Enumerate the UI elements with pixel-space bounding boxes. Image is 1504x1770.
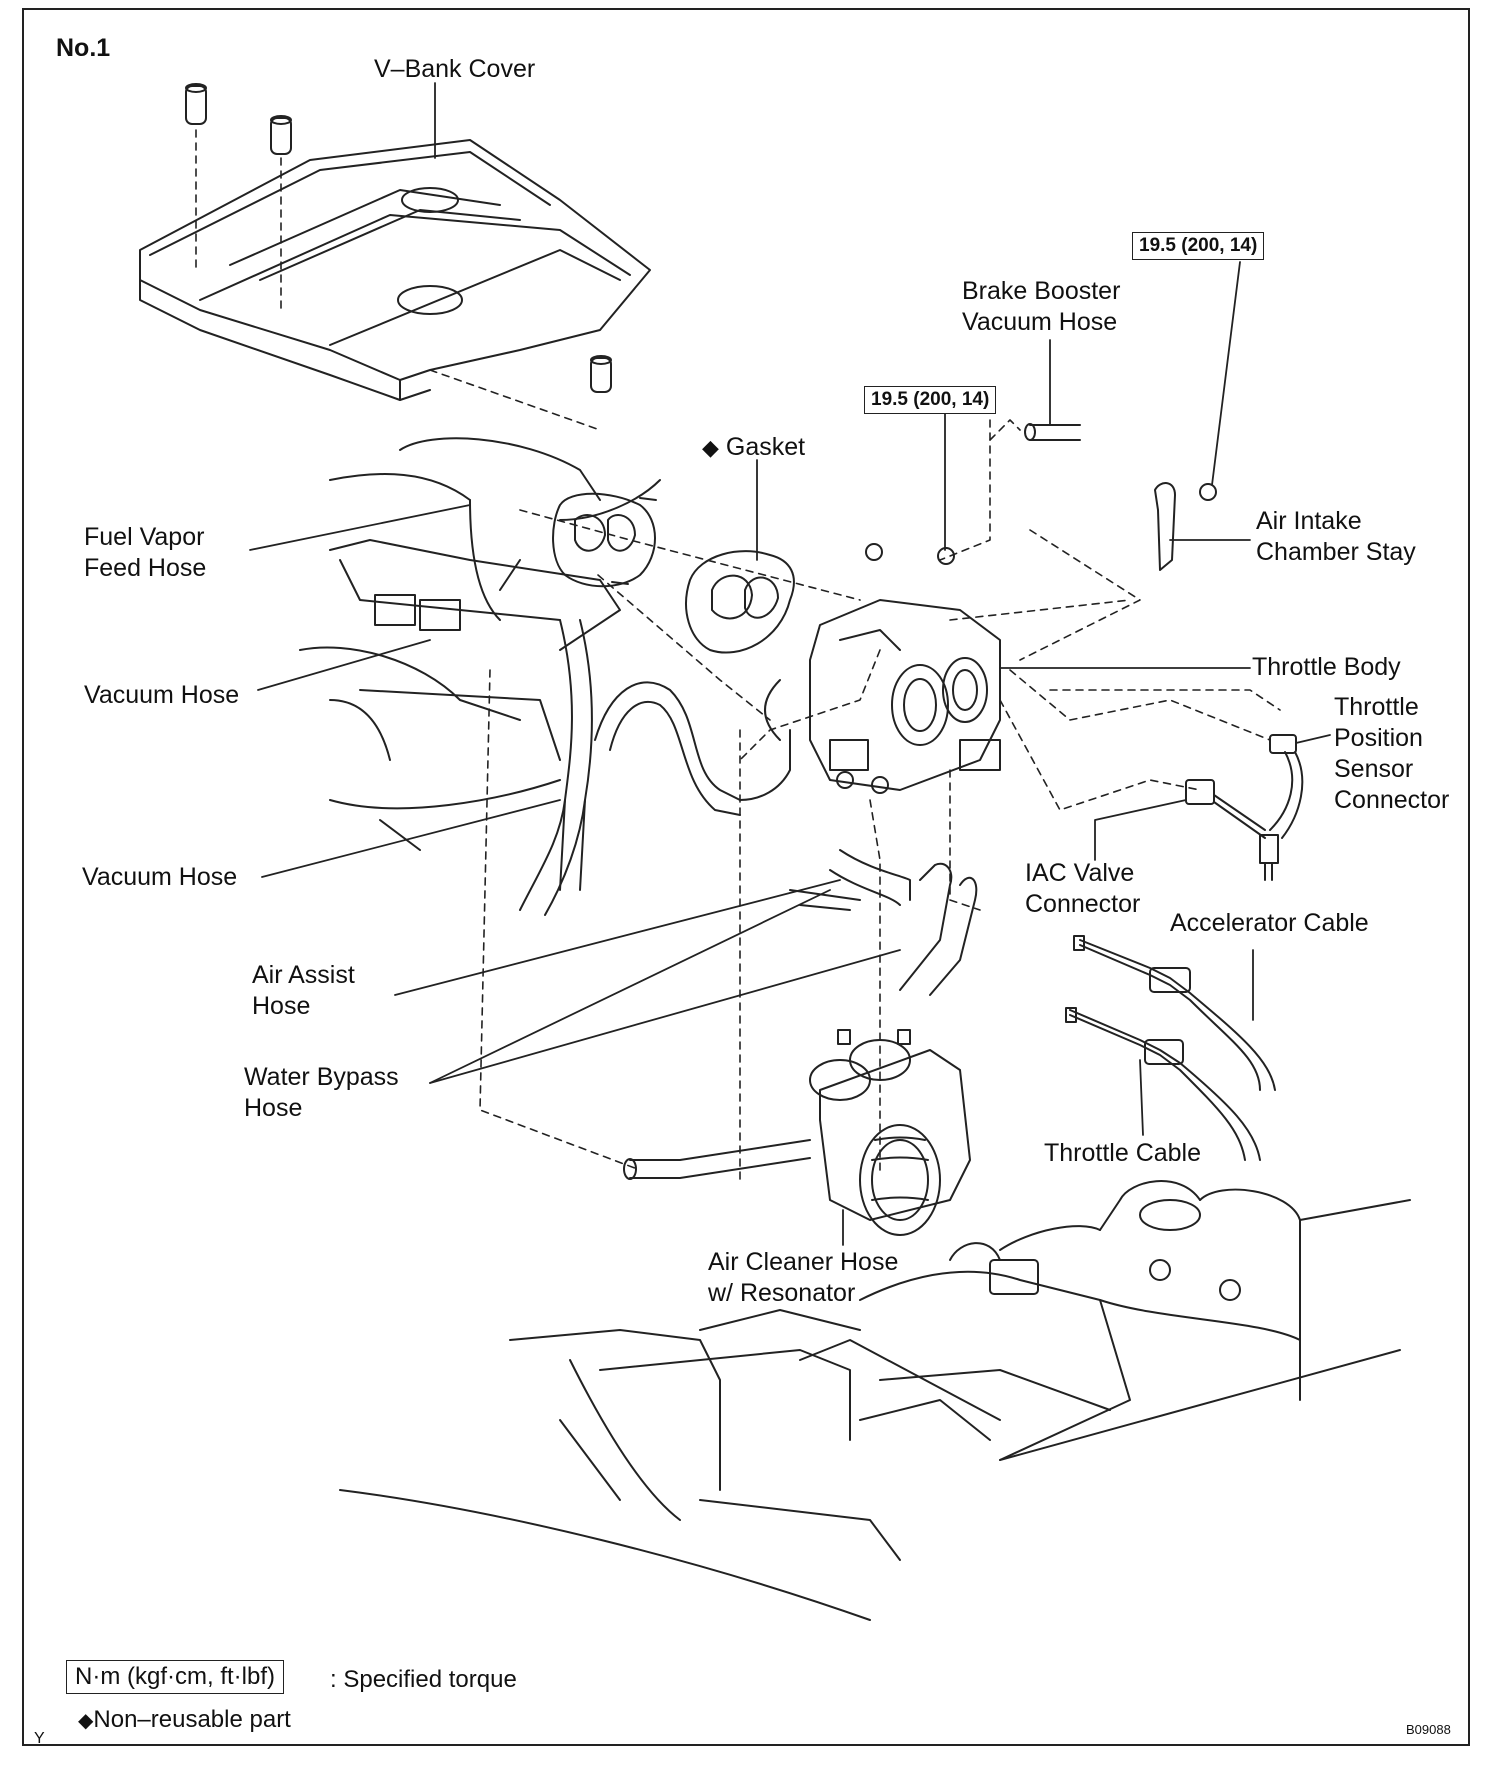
torque-spec-stay-bolt: 19.5 (200, 14) xyxy=(1132,232,1265,260)
fasteners xyxy=(611,483,1217,585)
alignment-guide-lines xyxy=(195,129,1281,1181)
legend-torque-unit: N·m (kgf·cm, ft·lbf) xyxy=(66,1660,284,1694)
brake-booster-hose-drawing xyxy=(1024,423,1081,441)
throttle-body-drawing xyxy=(809,599,1001,794)
label-air-cleaner-hose: Air Cleaner Hose w/ Resonator xyxy=(708,1248,899,1307)
chamber-flange xyxy=(552,492,656,588)
legend-nonreusable: ◆Non–reusable part xyxy=(78,1706,291,1733)
torque-spec-throttle-nut: 19.5 (200, 14) xyxy=(864,386,997,414)
label-brake-booster-hose: Brake Booster Vacuum Hose xyxy=(962,277,1121,336)
corner-mark: Y xyxy=(34,1730,45,1747)
label-vacuum-hose-upper: Vacuum Hose xyxy=(84,681,240,709)
bypass-hoses-drawing xyxy=(789,849,978,996)
leader-lines xyxy=(249,82,1331,1246)
label-fuel-vapor-hose: Fuel Vapor Feed Hose xyxy=(84,523,207,582)
label-throttle-body: Throttle Body xyxy=(1252,653,1401,681)
label-throttle-cable: Throttle Cable xyxy=(1044,1139,1202,1167)
v-bank-cover-drawing xyxy=(139,139,651,401)
tps-connector-drawing xyxy=(1185,734,1304,881)
label-iac-valve-connector: IAC Valve Connector xyxy=(1025,859,1141,918)
label-accelerator-cable: Accelerator Cable xyxy=(1170,909,1369,937)
intake-chamber-drawing xyxy=(299,437,661,851)
figure-code: B09088 xyxy=(1406,1722,1451,1737)
grommets xyxy=(185,83,612,393)
page-title: No.1 xyxy=(56,34,111,62)
vacuum-hoses-drawing xyxy=(499,559,791,916)
label-air-assist-hose: Air Assist Hose xyxy=(252,961,355,1020)
air-intake-stay-drawing xyxy=(1154,482,1176,571)
lower-hose-drawing xyxy=(623,1139,811,1180)
diagram-frame xyxy=(22,8,1470,1746)
label-gasket: ◆ Gasket xyxy=(702,433,806,461)
label-v-bank-cover: V–Bank Cover xyxy=(374,55,536,83)
label-vacuum-hose-lower: Vacuum Hose xyxy=(82,863,238,891)
gasket-drawing xyxy=(685,550,795,654)
label-air-intake-stay: Air Intake Chamber Stay xyxy=(1256,507,1416,566)
label-water-bypass-hose: Water Bypass Hose xyxy=(244,1063,399,1122)
legend-torque-description: : Specified torque xyxy=(330,1666,517,1693)
air-cleaner-hose-drawing xyxy=(809,1029,971,1236)
diamond-icon: ◆ xyxy=(702,435,719,460)
cables-drawing xyxy=(1065,935,1276,1161)
diamond-icon: ◆ xyxy=(78,1710,94,1732)
engine-bay-drawing xyxy=(339,1180,1411,1621)
label-tps-connector: Throttle Position Sensor Connector xyxy=(1334,693,1450,814)
